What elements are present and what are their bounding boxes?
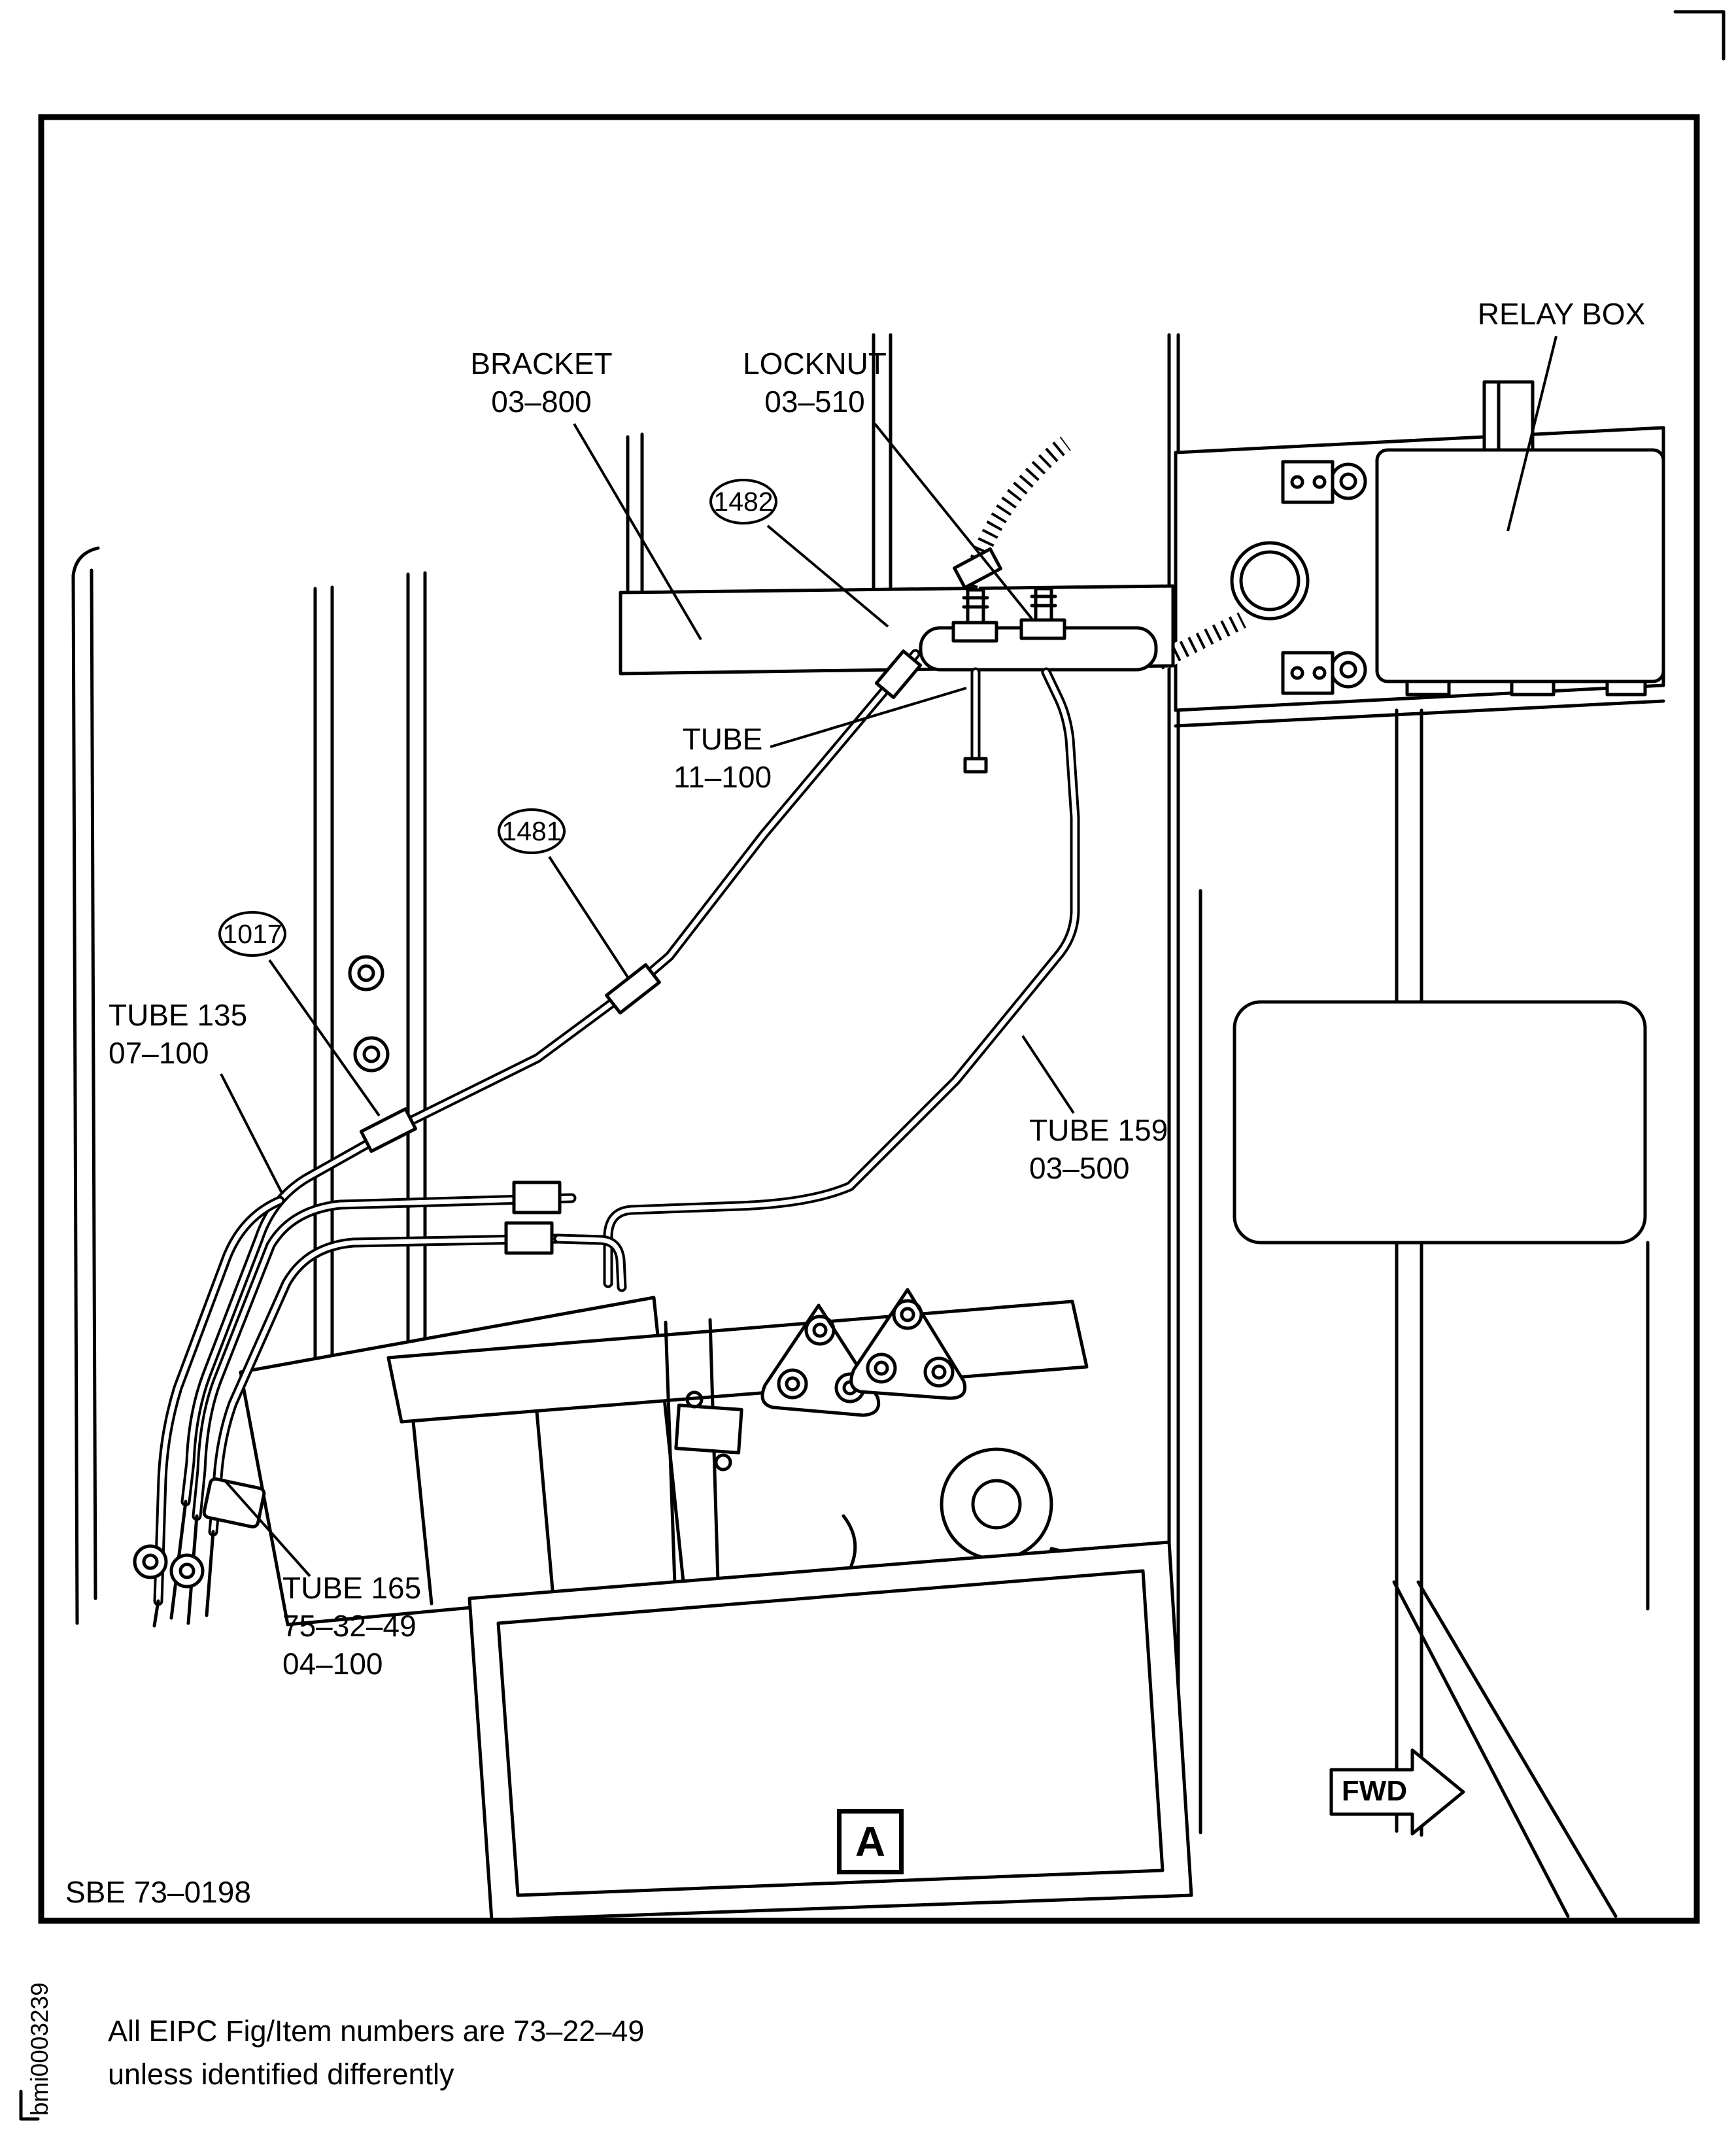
label-locknut-name: LOCKNUT [743, 347, 887, 381]
figure-code: SBE 73–0198 [65, 1875, 251, 1909]
coupling-1481 [605, 963, 661, 1015]
loop-clamp [133, 1544, 168, 1579]
loop-clamp [169, 1553, 205, 1589]
label-tube-165: TUBE 165 75–32–49 04–100 [282, 1570, 421, 1683]
coupling-1017 [359, 1107, 418, 1153]
callout-1017: 1017 [218, 911, 286, 957]
leader-lines [220, 336, 1557, 1577]
fwd-label: FWD [1341, 1775, 1408, 1807]
side-panel-cutout [1233, 1000, 1647, 1245]
corner-mark-top-right [1673, 10, 1726, 61]
lower-panel [468, 1540, 1193, 1922]
label-tube-165-ref1: 75–32–49 [282, 1608, 417, 1643]
label-tube-11: TUBE 11–100 [673, 721, 772, 797]
label-tube-11-name: TUBE [682, 722, 763, 756]
label-tube-165-name: TUBE 165 [282, 1571, 422, 1605]
relay-box-tab [1482, 380, 1535, 453]
figure-border [38, 114, 1700, 1924]
tube-clamp-block [202, 1477, 266, 1529]
gusset-plate [760, 1303, 881, 1417]
inline-union [504, 1221, 554, 1255]
label-bracket-name: BRACKET [470, 347, 613, 381]
label-tube-165-ref2: 04–100 [282, 1646, 383, 1681]
tubes [133, 649, 1080, 1628]
label-tube-135-name: TUBE 135 [109, 998, 248, 1032]
relay-box-assembly [1154, 380, 1665, 728]
label-relay-box: RELAY BOX [1477, 297, 1646, 331]
detail-marker-a: A [837, 1809, 904, 1874]
mount-boss [940, 1447, 1053, 1561]
label-bracket-ref: 03–800 [491, 384, 592, 419]
grommet-hole [1230, 541, 1310, 621]
label-tube-11-ref: 11–100 [673, 759, 772, 794]
callout-1481: 1481 [498, 808, 566, 854]
label-tube-159-name: TUBE 159 [1029, 1113, 1168, 1147]
label-tube-159: TUBE 159 03–500 [1029, 1112, 1168, 1188]
label-locknut: LOCKNUT 03–510 [743, 345, 887, 421]
label-bracket: BRACKET 03–800 [470, 345, 612, 421]
callout-1482: 1482 [709, 479, 777, 525]
label-locknut-ref: 03–510 [764, 384, 865, 419]
corner-mark-bottom-left [19, 2090, 40, 2121]
fwd-arrow [1329, 1748, 1465, 1836]
footnote-line2: unless identified differently [108, 2057, 454, 2091]
side-code: bmi0003239 [26, 1982, 53, 2116]
label-tube-159-ref: 03–500 [1029, 1150, 1130, 1185]
label-tube-135: TUBE 135 07–100 [109, 997, 247, 1073]
locknut-left [951, 621, 998, 643]
bracket-assembly [619, 435, 1175, 676]
inline-union [512, 1180, 562, 1214]
locknut-right [1019, 618, 1066, 640]
footnote-line1: All EIPC Fig/Item numbers are 73–22–49 [108, 2014, 645, 2048]
label-tube-135-ref: 07–100 [109, 1035, 209, 1070]
mount-beam [386, 1299, 1089, 1424]
gusset-plate [849, 1288, 967, 1400]
coupling-1482 [874, 649, 923, 699]
engine-mount [239, 1288, 1193, 1922]
